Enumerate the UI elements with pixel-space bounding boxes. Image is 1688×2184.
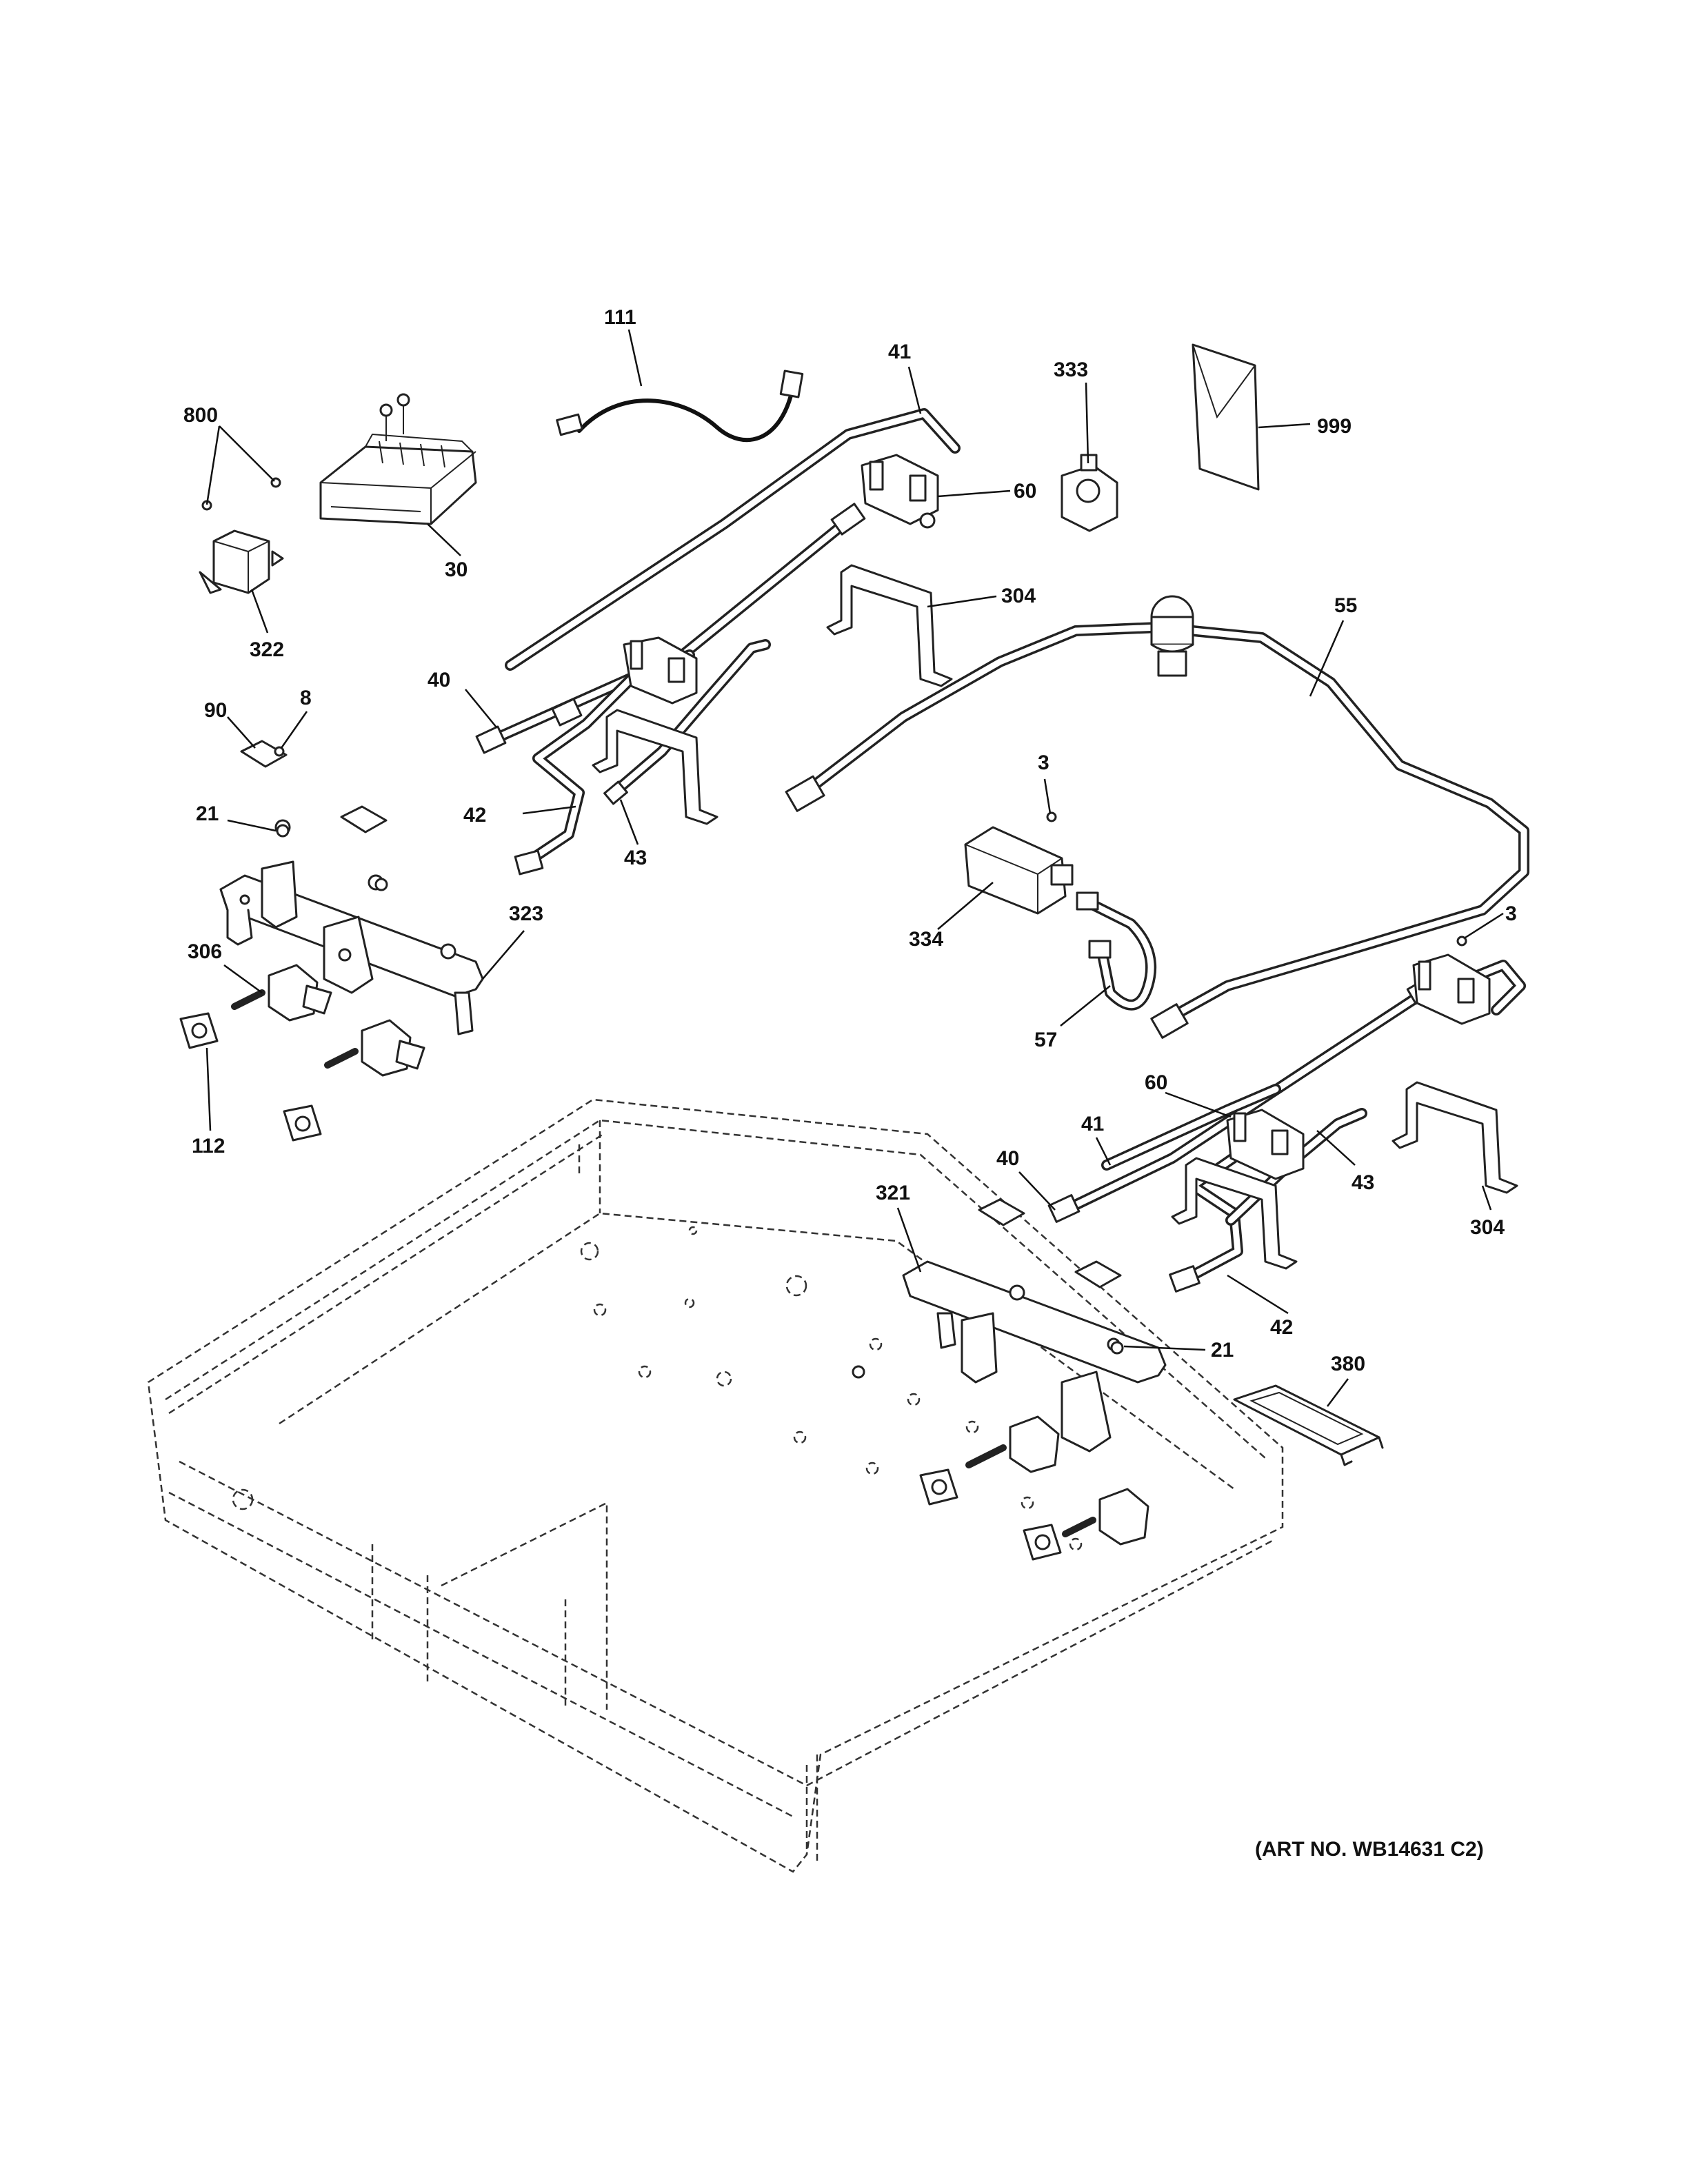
- callout-43-lower: 43: [1352, 1171, 1374, 1194]
- bracket-304-lower[interactable]: [1171, 1081, 1518, 1270]
- callout-60: 60: [1014, 480, 1036, 503]
- control-module-30[interactable]: [319, 393, 477, 525]
- valve-60-upper[interactable]: [623, 454, 939, 705]
- callout-323: 323: [509, 902, 543, 925]
- burner-valve-306[interactable]: [231, 964, 425, 1077]
- bracket-380[interactable]: [1110, 1341, 1384, 1466]
- manifold-pipe-55[interactable]: [785, 595, 1529, 1039]
- callout-40: 40: [428, 669, 450, 691]
- callout-41-lower: 41: [1081, 1113, 1104, 1135]
- art-number: (ART NO. WB14631 C2): [1255, 1838, 1484, 1861]
- callout-labels: 800 111 41 333 999 60 30 304 55 322 40 9…: [183, 306, 1517, 1861]
- callout-55: 55: [1334, 594, 1357, 617]
- manifold-rail-323[interactable]: [219, 819, 484, 1035]
- callout-322: 322: [250, 638, 284, 661]
- callout-57: 57: [1034, 1029, 1057, 1051]
- callout-3-right: 3: [1505, 902, 1517, 925]
- literature-999[interactable]: [1192, 343, 1260, 491]
- callout-42: 42: [463, 804, 486, 827]
- bracket-304-upper[interactable]: [592, 564, 953, 825]
- callout-90: 90: [204, 699, 227, 722]
- valve-60-lower[interactable]: [1226, 936, 1491, 1180]
- regulator-333[interactable]: [1061, 454, 1118, 532]
- igniter-switch-112[interactable]: [179, 1012, 322, 1142]
- callout-334: 334: [909, 928, 943, 951]
- callout-111: 111: [604, 306, 636, 329]
- callout-380: 380: [1331, 1353, 1365, 1375]
- callout-304-lower: 304: [1470, 1216, 1505, 1239]
- callout-999: 999: [1317, 415, 1352, 438]
- callout-42-lower: 42: [1270, 1316, 1293, 1339]
- burner-valve-lower[interactable]: [919, 1415, 1149, 1561]
- callout-8: 8: [300, 687, 312, 709]
- callout-112: 112: [192, 1135, 225, 1157]
- callout-21: 21: [196, 802, 219, 825]
- callout-30: 30: [445, 558, 468, 581]
- callout-21-lower: 21: [1211, 1339, 1234, 1362]
- callout-41: 41: [888, 341, 911, 363]
- callout-333: 333: [1054, 358, 1088, 381]
- callout-321: 321: [876, 1182, 910, 1204]
- switch-334[interactable]: [964, 811, 1074, 915]
- orifice-57[interactable]: [1076, 891, 1157, 1011]
- wire-harness-111[interactable]: [556, 370, 804, 443]
- leader-lines: [205, 329, 1504, 1407]
- callout-40-lower: 40: [996, 1147, 1019, 1170]
- callout-3: 3: [1038, 751, 1049, 774]
- callout-306: 306: [188, 940, 222, 963]
- bracket-90[interactable]: [240, 740, 388, 891]
- callout-304: 304: [1001, 585, 1036, 607]
- manifold-rail-321[interactable]: [852, 1198, 1167, 1453]
- callout-43: 43: [624, 847, 647, 869]
- chassis-outline: [147, 1098, 1284, 1873]
- callout-60-lower: 60: [1145, 1071, 1167, 1094]
- transformer-322[interactable]: [199, 477, 284, 594]
- callout-800: 800: [183, 404, 218, 427]
